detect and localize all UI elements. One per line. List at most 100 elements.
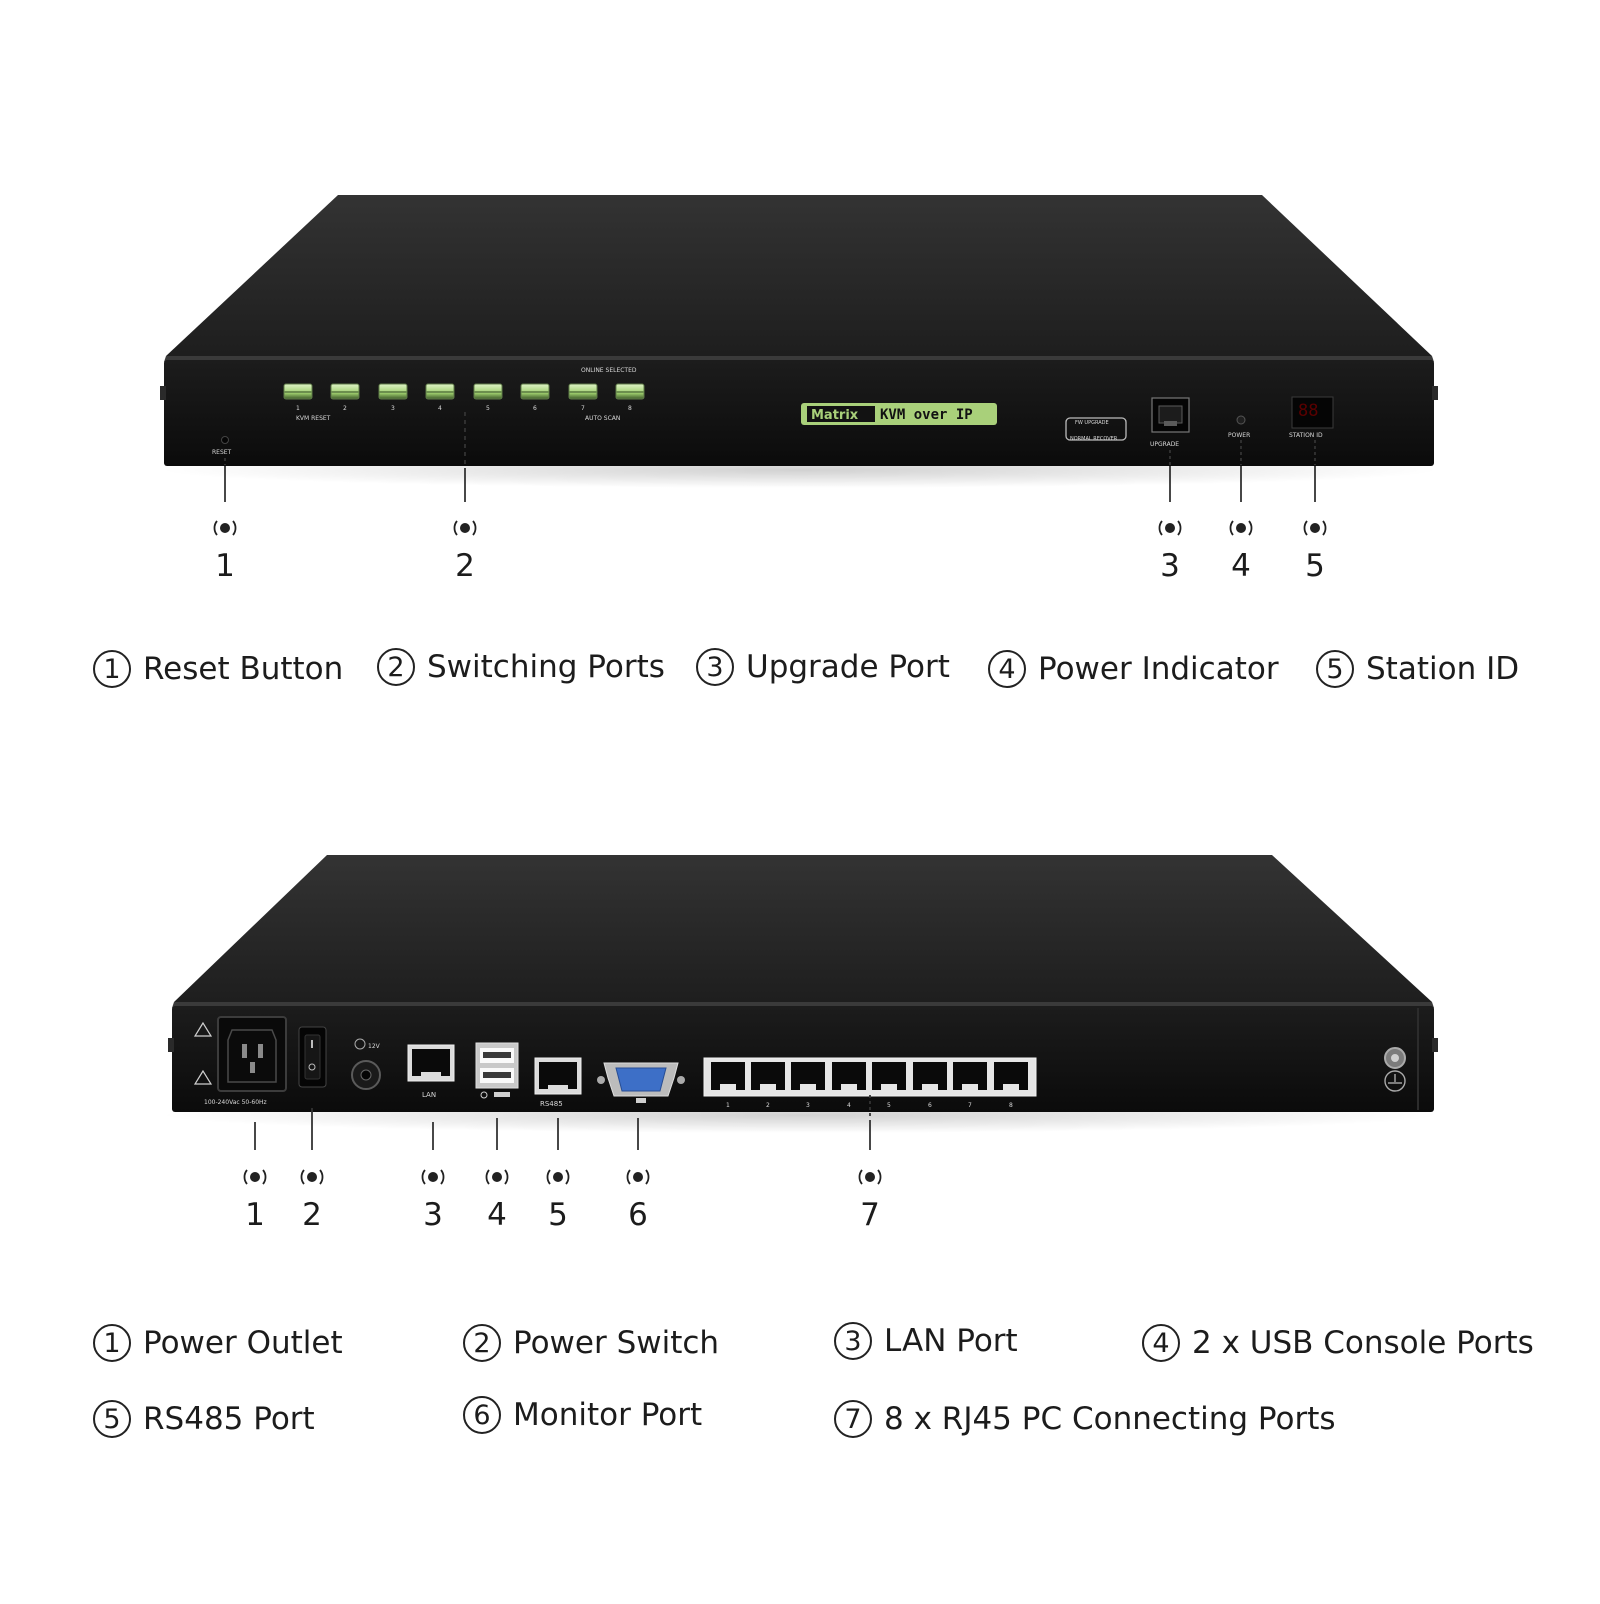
front-legend-reset-button: 1 Reset Button [93,650,343,688]
legend-label: Power Indicator [1038,651,1279,687]
reset-label: RESET [212,449,232,456]
rear-callout-number: 7 [860,1197,880,1233]
legend-number: 5 [93,1400,131,1438]
rj45-number-5: 5 [887,1102,891,1109]
legend-number: 1 [93,650,131,688]
rj45-port-5[interactable]: 5 [872,1062,906,1109]
front-callout-2: 2 [453,520,477,584]
rear-legend-power-switch: 2 Power Switch [463,1324,719,1362]
legend-label: Monitor Port [513,1397,703,1433]
rear-legend-power-outlet: 1 Power Outlet [93,1324,343,1362]
logo-matrix-text: Matrix [811,408,859,423]
rear-callout-1: 1 [243,1169,267,1233]
legend-number: 2 [377,648,415,686]
rear-callout-3: 3 [421,1169,445,1233]
front-callout-number: 1 [215,548,235,584]
legend-number: 7 [834,1400,872,1438]
switch-number-8: 8 [628,405,632,412]
switch-number-5: 5 [486,405,490,412]
voltage-label: 100-240Vac 50-60Hz [204,1099,267,1106]
switch-number-7: 7 [581,405,585,412]
front-legend-station-id: 5 Station ID [1316,650,1519,688]
firmware-switch[interactable]: FW UPGRADE NORMAL RECOVER [1065,417,1127,442]
rear-legend-rs485-port: 5 RS485 Port [93,1400,315,1438]
upgrade-label: UPGRADE [1150,441,1179,448]
legend-number: 3 [696,648,734,686]
rj45-port-3[interactable]: 3 [791,1062,825,1109]
switch-number-2: 2 [343,405,347,412]
rj45-port-2[interactable]: 2 [751,1062,785,1109]
rj45-pc-ports: 1 2 3 4 5 6 7 8 [703,1057,1037,1109]
legend-label: Power Outlet [143,1325,343,1361]
switch-button-7[interactable]: 7 [568,383,598,412]
rear-legend-lan-port: 3 LAN Port [834,1322,1018,1360]
legend-number: 4 [1142,1324,1180,1362]
rear-callout-number: 6 [628,1197,648,1233]
rear-legend-usb-console-ports: 4 2 x USB Console Ports [1142,1324,1534,1362]
rj45-port-7[interactable]: 7 [953,1062,987,1109]
dc-12v-jack: 12V [351,1038,381,1090]
rear-callout-number: 2 [302,1197,322,1233]
switch-button-3[interactable]: 3 [378,383,408,412]
rs485-label: RS485 [540,1100,563,1108]
front-legend-power-indicator: 4 Power Indicator [988,650,1279,688]
svg-text:88: 88 [1298,401,1318,421]
power-switch[interactable] [298,1026,327,1088]
switch-button-4[interactable]: 4 [425,383,455,412]
front-callout-3: 3 [1158,520,1182,584]
upgrade-port[interactable] [1151,397,1190,433]
power-outlet[interactable] [217,1016,287,1092]
front-callout-number: 4 [1231,548,1251,584]
online-selected-label: ONLINE SELECTED [581,367,637,374]
switch-button-1[interactable]: 1 [283,383,313,412]
legend-label: 8 x RJ45 PC Connecting Ports [884,1401,1336,1437]
monitor-vga-port[interactable] [597,1062,685,1103]
front-callout-number: 3 [1160,548,1180,584]
legend-number: 1 [93,1324,131,1362]
firmware-top-label: FW UPGRADE [1075,420,1109,426]
logo-kvm-text: KVM over IP [880,407,973,423]
rj45-port-6[interactable]: 6 [913,1062,947,1109]
rear-callout-6: 6 [626,1169,650,1233]
switch-button-2[interactable]: 2 [330,383,360,412]
rj45-number-2: 2 [766,1102,770,1109]
kvm-reset-label: KVM RESET [296,415,331,422]
rj45-port-8[interactable]: 8 [994,1062,1028,1109]
station-id-display: 88 [1291,396,1334,429]
rj45-number-7: 7 [968,1102,972,1109]
station-id-label: STATION ID [1289,432,1323,439]
rear-callout-5: 5 [546,1169,570,1233]
legend-label: Station ID [1366,651,1520,687]
rear-callout-7: 7 [858,1169,882,1233]
switch-number-6: 6 [533,405,537,412]
rear-callout-number: 4 [487,1197,507,1233]
rear-legend-monitor-port: 6 Monitor Port [463,1396,702,1434]
rear-panel-device: 100-240Vac 50-60Hz 12V LAN [160,855,1440,1233]
reset-button[interactable] [221,436,229,444]
front-legend-upgrade-port: 3 Upgrade Port [696,648,950,686]
firmware-bottom-label: NORMAL RECOVER [1070,436,1118,442]
switch-button-5[interactable]: 5 [473,383,503,412]
rear-callout-number: 5 [548,1197,568,1233]
legend-label: Upgrade Port [746,649,950,685]
legend-label: 2 x USB Console Ports [1192,1325,1534,1361]
rs485-port[interactable] [534,1057,582,1095]
switch-number-4: 4 [438,405,442,412]
rear-callout-number: 3 [423,1197,443,1233]
switching-port-buttons: 1 2 3 4 5 6 7 8 [283,383,645,412]
front-callout-number: 5 [1305,548,1325,584]
lan-port[interactable] [407,1044,455,1082]
legend-number: 2 [463,1324,501,1362]
rj45-port-4[interactable]: 4 [832,1062,866,1109]
switch-button-8[interactable]: 8 [615,383,645,412]
legend-label: Power Switch [513,1325,720,1361]
rj45-port-1[interactable]: 1 [711,1062,745,1109]
legend-label: LAN Port [884,1323,1018,1359]
switch-button-6[interactable]: 6 [520,383,550,412]
rj45-number-4: 4 [847,1102,851,1109]
legend-number: 4 [988,650,1026,688]
usb-console-ports[interactable] [475,1042,519,1099]
power-label: POWER [1228,432,1250,439]
